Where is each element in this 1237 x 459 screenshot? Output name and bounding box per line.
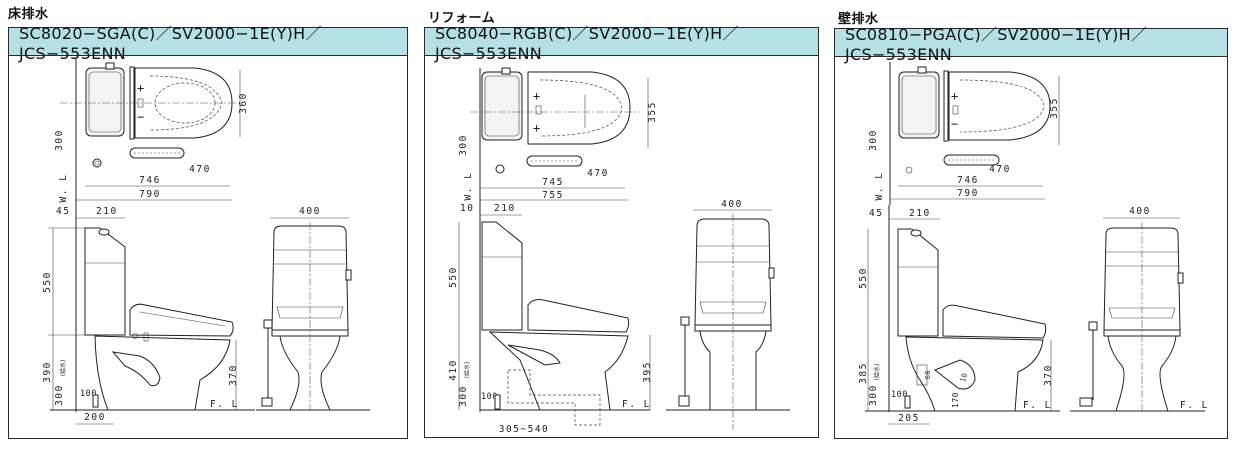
dim-supply-pipe: 100	[481, 392, 498, 402]
dim-seat-width: 360	[238, 92, 249, 114]
model-header: SC8020−SGA(C)／SV2000−1E(Y)H／JCS−553ENN	[9, 24, 407, 63]
svg-text:−: −	[137, 110, 146, 124]
model-number: SC8020−SGA(C)／SV2000−1E(Y)H／JCS−553ENN	[19, 24, 322, 63]
dim-rim-height: 410	[448, 359, 459, 381]
supply-note: (給水)	[59, 360, 67, 377]
side-view: 45 210 550 390 300 (給水) 100 200 370 F. L	[42, 206, 255, 425]
dim-remote: 470	[189, 164, 211, 175]
dim-745: 745	[542, 177, 564, 188]
plan-view: + − 360 470 746 790 300 W. L	[54, 58, 249, 210]
dim-seat-width: 355	[647, 101, 658, 123]
dim-drain-pipe-a: 99	[923, 370, 931, 379]
supply-note: (給水)	[463, 362, 471, 379]
svg-text:−: −	[951, 117, 960, 131]
section-label-floor-drain: 床排水	[8, 7, 49, 22]
dim-front-width: 400	[1129, 206, 1151, 217]
dim-755: 755	[542, 190, 564, 201]
dim-746: 746	[139, 175, 161, 186]
dim-drain-outlet: 170	[951, 392, 960, 408]
dim-supply-pipe: 100	[80, 389, 97, 399]
wall-line-label: W. L	[874, 172, 885, 201]
dim-790: 790	[139, 189, 161, 200]
dim-wall-offset: 300	[54, 129, 65, 151]
dim-tank-height: 550	[448, 266, 459, 288]
dim-drain-center: 200	[84, 412, 106, 423]
dim-drain-range: 305~540	[499, 424, 550, 435]
svg-text:+: +	[533, 121, 542, 135]
dim-seat-height: 395	[642, 361, 653, 383]
dim-front-width: 400	[721, 199, 743, 210]
supply-note: (給水)	[873, 364, 881, 381]
plan-view: + + 355 470 745 755 300 W. L	[458, 67, 658, 210]
dim-top-offset: 10	[460, 203, 474, 214]
dim-top-offset: 45	[869, 208, 883, 219]
front-view: 400	[666, 199, 790, 430]
svg-text:+: +	[951, 89, 960, 103]
dim-remote: 470	[989, 164, 1011, 175]
dim-drain-pipe-b: 10	[959, 372, 969, 383]
dim-remote: 470	[587, 168, 609, 179]
front-view: 400 F. L	[1070, 206, 1209, 412]
dim-tank-height: 550	[858, 267, 869, 289]
dim-top-offset: 45	[56, 206, 70, 217]
floor-line-label: F. L	[1023, 400, 1052, 411]
model-number: SC8040−RGB(C)／SV2000−1E(Y)H／JCS−553ENN	[435, 24, 739, 63]
model-number: SC0810−PGA(C)／SV2000−1E(Y)H／JCS−553ENN	[845, 25, 1148, 64]
dim-tank-depth: 210	[494, 203, 516, 214]
wall-line-label: W. L	[58, 174, 69, 203]
section-label-reform: リフォーム	[428, 11, 496, 26]
side-view: 10 210 550 410 300 (給水) 100 305~540 395 …	[448, 203, 653, 435]
dim-seat-height: 370	[228, 364, 239, 386]
dim-supply-pipe: 100	[891, 390, 908, 400]
dim-rim-height: 385	[858, 362, 869, 384]
dim-supply-height: 300	[868, 384, 879, 406]
floor-line-label: F. L	[210, 399, 239, 410]
svg-text:+: +	[533, 89, 542, 103]
dim-front-width: 400	[299, 206, 321, 217]
dim-tank-depth: 210	[909, 208, 931, 219]
dim-tank-height: 550	[42, 271, 53, 293]
dim-wall-offset: 300	[868, 129, 879, 151]
dim-790: 790	[957, 188, 979, 199]
svg-text:+: +	[137, 81, 146, 95]
model-header: SC8040−RGB(C)／SV2000−1E(Y)H／JCS−553ENN	[425, 24, 818, 63]
dim-seat-width: 355	[1049, 97, 1060, 119]
dim-drain-center: 205	[898, 413, 920, 424]
dim-seat-height: 370	[1043, 364, 1054, 386]
dim-tank-depth: 210	[96, 206, 118, 217]
front-view: 400	[256, 206, 370, 411]
section-label-wall-drain: 壁排水	[838, 12, 879, 27]
dim-746: 746	[957, 175, 979, 186]
dim-wall-offset: 300	[458, 134, 469, 156]
side-view: 45 210 550 385 300 (給水) 99 10 170 100 20…	[858, 205, 1060, 425]
model-header: SC0810−PGA(C)／SV2000−1E(Y)H／JCS−553ENN	[835, 25, 1227, 64]
dim-supply-height: 300	[458, 385, 469, 407]
dim-supply-height: 300	[54, 384, 65, 406]
dim-rim-height: 390	[42, 361, 53, 383]
wall-line-label: W. L	[463, 172, 474, 201]
plan-view: + − 355 470 746 790 300 W. L	[868, 62, 1060, 205]
front-floor-line-label: F. L	[1180, 400, 1209, 411]
floor-line-label: F. L	[622, 399, 651, 410]
